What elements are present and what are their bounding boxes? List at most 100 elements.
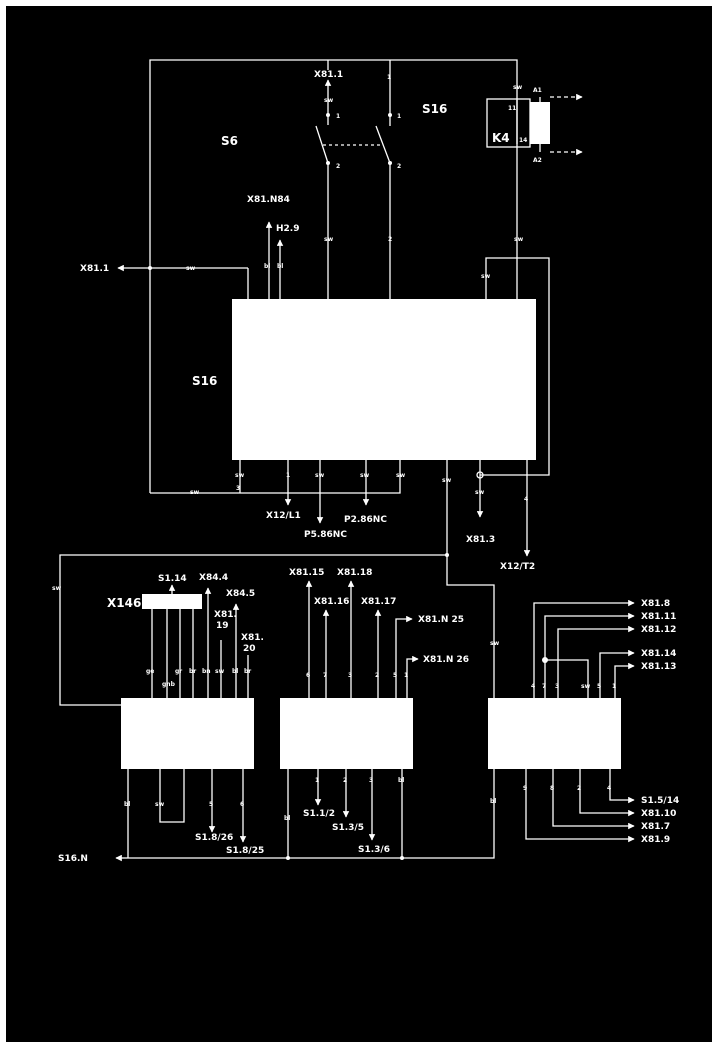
pin-number: 3 xyxy=(369,777,373,784)
s16-block-label: S16 xyxy=(192,374,217,388)
x146-label: X146 xyxy=(107,596,141,610)
wire-color-codes: sw sw sw sw sw bl bl sw sw sw sw sw sw s… xyxy=(52,84,591,822)
pin-number: 1 xyxy=(404,672,408,679)
pin-number: 1 xyxy=(387,74,391,81)
s16-switch-label: S16 xyxy=(422,102,447,116)
pin-number: 1 xyxy=(336,113,340,120)
wire-code: sw xyxy=(581,683,591,690)
wire-code: bn xyxy=(202,668,211,675)
wire-code: bl xyxy=(490,798,496,805)
module-block-middle xyxy=(280,698,413,769)
pin-number: 1 xyxy=(315,777,319,784)
wire-code: bl xyxy=(264,263,270,270)
x81-n26-label: X81.N 26 xyxy=(423,655,469,665)
h2-9-label: H2.9 xyxy=(276,224,299,234)
x84-4-label: X84.4 xyxy=(199,573,228,583)
k4-label: K4 xyxy=(492,131,510,145)
wire-code: bl xyxy=(124,801,130,808)
s16-control-block xyxy=(232,299,536,460)
pin-number: 6 xyxy=(306,672,310,679)
pin-number: 5 xyxy=(597,683,601,690)
pin-number: 5 xyxy=(393,672,397,679)
k4-relay-coil xyxy=(530,102,550,144)
x81-n25-label: X81.N 25 xyxy=(418,615,464,625)
wire-code: sw xyxy=(396,472,406,479)
switch-contacts xyxy=(315,79,392,299)
wire-code: sw xyxy=(481,273,491,280)
wire-code: sw xyxy=(514,236,524,243)
pin-number: 11 xyxy=(508,105,516,112)
x81-12-label: X81.12 xyxy=(641,625,676,635)
wire-code: sw xyxy=(190,489,200,496)
pin-number: 4 xyxy=(524,496,528,503)
x81-17-label: X81.17 xyxy=(361,597,396,607)
pin-number: 3 xyxy=(348,672,352,679)
wire-code: gr xyxy=(175,668,182,675)
pin-number: 7 xyxy=(542,683,546,690)
wire-code: sw xyxy=(52,585,62,592)
x81-11-label: X81.11 xyxy=(641,612,676,622)
wire-code: sw xyxy=(215,668,225,675)
x81-19-label: X81.19 xyxy=(214,610,237,631)
pin-number: 2 xyxy=(343,777,347,784)
s1-3-6-label: S1.3/6 xyxy=(358,845,390,855)
pin-number: 14 xyxy=(519,137,527,144)
pin-number: 6 xyxy=(240,801,244,808)
module-block-left xyxy=(121,698,254,769)
wire-code: bl xyxy=(277,263,283,270)
wire-code: br xyxy=(189,668,196,675)
s6-label: S6 xyxy=(221,134,238,148)
s1-5-14-label: S1.5/14 xyxy=(641,796,679,806)
wire-code: bl xyxy=(232,668,238,675)
x12-l1-label: X12/L1 xyxy=(266,511,301,521)
pin-number: 1 xyxy=(286,472,290,479)
x81-18-label: X81.18 xyxy=(337,568,372,578)
p2-86nc-label: P2.86NC xyxy=(344,515,387,525)
wire-code: gnb xyxy=(162,681,176,688)
wire-code: bl xyxy=(398,777,404,784)
pin-number: 1 xyxy=(397,113,401,120)
pin-number: 2 xyxy=(397,163,401,170)
pin-number: 4 xyxy=(531,683,535,690)
pin-number: 2 xyxy=(577,785,581,792)
pin-number: 1 xyxy=(612,683,616,690)
x81-16-label: X81.16 xyxy=(314,597,349,607)
module-block-right xyxy=(488,698,621,769)
s1-1-2-label: S1.1/2 xyxy=(303,809,335,819)
x81-7-label: X81.7 xyxy=(641,822,670,832)
pin-number: 2 xyxy=(336,163,340,170)
wire-code: sw xyxy=(360,472,370,479)
pin-number: 8 xyxy=(550,785,554,792)
s16-upper-wiring xyxy=(117,221,550,476)
pin-number: 2 xyxy=(388,236,392,243)
x12-t2-label: X12/T2 xyxy=(500,562,535,572)
wire-code: br xyxy=(244,668,251,675)
x81-1-left-label: X81.1 xyxy=(80,264,109,274)
pin-number: 5 xyxy=(209,801,213,808)
pin-number: 7 xyxy=(323,672,327,679)
x81-n84-label: X81.N84 xyxy=(247,195,290,205)
x81-15-label: X81.15 xyxy=(289,568,324,578)
s1-14-label: S1.14 xyxy=(158,574,187,584)
p5-86nc-label: P5.86NC xyxy=(304,530,347,540)
wire-code: sw xyxy=(513,84,523,91)
wire-code: bl xyxy=(284,815,290,822)
pin-number: 3 xyxy=(555,683,559,690)
wire-code: sw xyxy=(155,801,165,808)
x146-connector xyxy=(142,594,202,609)
wire-code: sw xyxy=(324,236,334,243)
x81-8-label: X81.8 xyxy=(641,599,670,609)
wire-code: sw xyxy=(315,472,325,479)
wire-code: sw xyxy=(186,265,196,272)
wire-code: sw xyxy=(475,489,485,496)
diagram-background xyxy=(6,6,712,1042)
x81-20-label: X81.20 xyxy=(241,633,264,654)
wire-code: ge xyxy=(146,668,154,675)
wire-code: sw xyxy=(324,97,334,104)
right-module-wiring xyxy=(115,599,635,862)
top-supply-wiring xyxy=(149,59,518,494)
x81-13-label: X81.13 xyxy=(641,662,676,672)
s1-8-25-label: S1.8/25 xyxy=(226,846,264,856)
middle-module-wiring xyxy=(287,580,419,858)
